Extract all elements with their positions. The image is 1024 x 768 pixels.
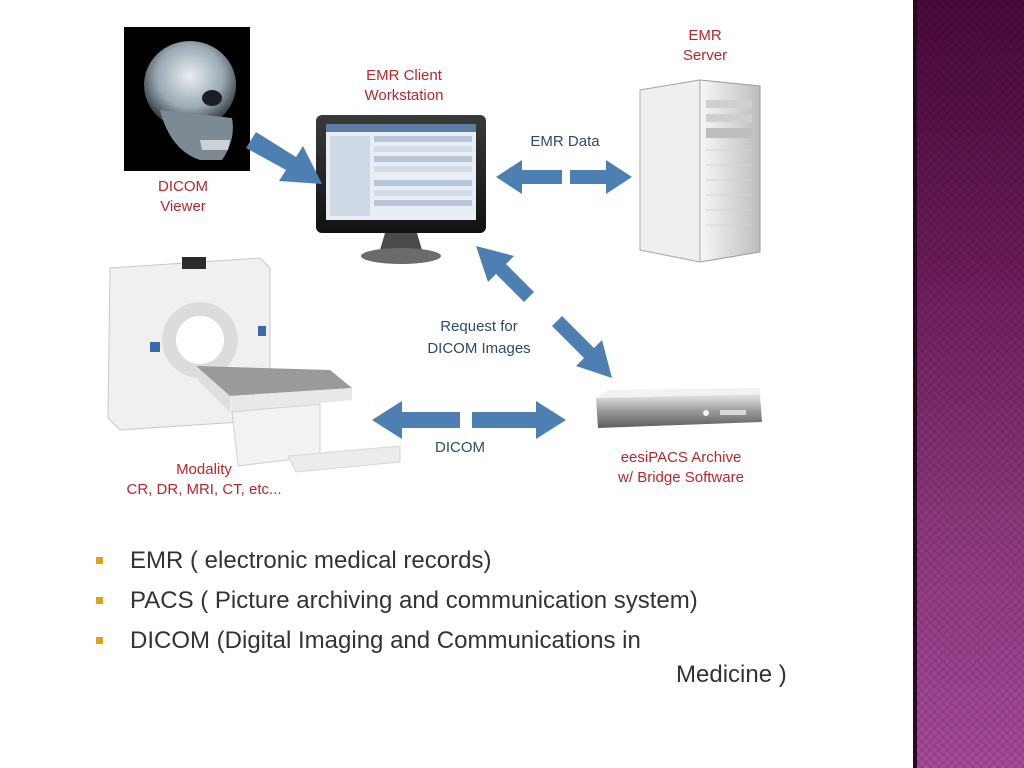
bullet-item-dicom: DICOM (Digital Imaging and Communication… xyxy=(96,622,876,692)
label-line: Server xyxy=(682,47,728,64)
label-emr-server: EMR Server xyxy=(650,26,760,66)
label-line: w/ Bridge Software xyxy=(618,469,744,486)
bullet-square-icon xyxy=(96,637,103,644)
label-line: EMR xyxy=(688,27,722,44)
arrow-viewer-to-workstation xyxy=(246,132,322,184)
arrow-emr-data-right xyxy=(570,160,632,194)
bullet-item-pacs: PACS ( Picture archiving and communicati… xyxy=(96,582,876,622)
bullet-square-icon xyxy=(96,557,103,564)
label-line: Viewer xyxy=(160,198,206,215)
label-line: Workstation xyxy=(364,87,444,104)
label-emr-client: EMR Client Workstation xyxy=(334,66,474,106)
archive-device-icon xyxy=(596,388,762,428)
bullet-list: EMR ( electronic medical records) PACS (… xyxy=(96,542,876,692)
bullet-continuation: Medicine ) xyxy=(676,661,787,688)
flow-arrows xyxy=(246,132,632,439)
arrow-emr-data-left xyxy=(496,160,562,194)
bullet-item-emr: EMR ( electronic medical records) xyxy=(96,542,876,582)
sidebar-pattern xyxy=(913,0,1024,768)
label-line: CR, DR, MRI, CT, etc... xyxy=(126,481,282,498)
label-dicom-viewer: DICOM Viewer xyxy=(120,177,246,217)
arrow-dicom-right xyxy=(472,401,566,439)
bullet-text: EMR ( electronic medical records) xyxy=(130,547,492,574)
label-line: Modality xyxy=(176,461,232,478)
bullet-text: PACS ( Picture archiving and communicati… xyxy=(130,587,698,614)
ct-scanner-icon xyxy=(107,257,401,473)
label-modality: Modality CR, DR, MRI, CT, etc... xyxy=(104,460,304,500)
label-line: EMR Client xyxy=(366,67,442,84)
arrow-request-up xyxy=(476,246,534,302)
label-line: eesiPACS Archive xyxy=(620,449,742,466)
bullet-text: DICOM (Digital Imaging and Communication… xyxy=(130,627,641,654)
monitor-icon xyxy=(316,115,486,264)
label-pacs-archive: eesiPACS Archive w/ Bridge Software xyxy=(586,448,776,488)
arrow-request-down xyxy=(552,316,612,378)
flow-label-dicom: DICOM xyxy=(435,439,485,456)
flow-label-line: Request for xyxy=(440,318,518,335)
sidebar-edge xyxy=(913,0,917,768)
flow-label-line: DICOM Images xyxy=(427,340,531,357)
arrow-dicom-left xyxy=(372,401,460,439)
decorative-sidebar xyxy=(913,0,1024,768)
flow-label-emr-data: EMR Data xyxy=(530,133,600,150)
xray-skull-icon xyxy=(124,27,250,171)
label-line: DICOM xyxy=(158,178,208,195)
server-tower-icon xyxy=(639,79,761,263)
workflow-diagram xyxy=(107,27,762,473)
flow-label-request: Request for DICOM Images xyxy=(404,316,554,360)
bullet-square-icon xyxy=(96,597,103,604)
